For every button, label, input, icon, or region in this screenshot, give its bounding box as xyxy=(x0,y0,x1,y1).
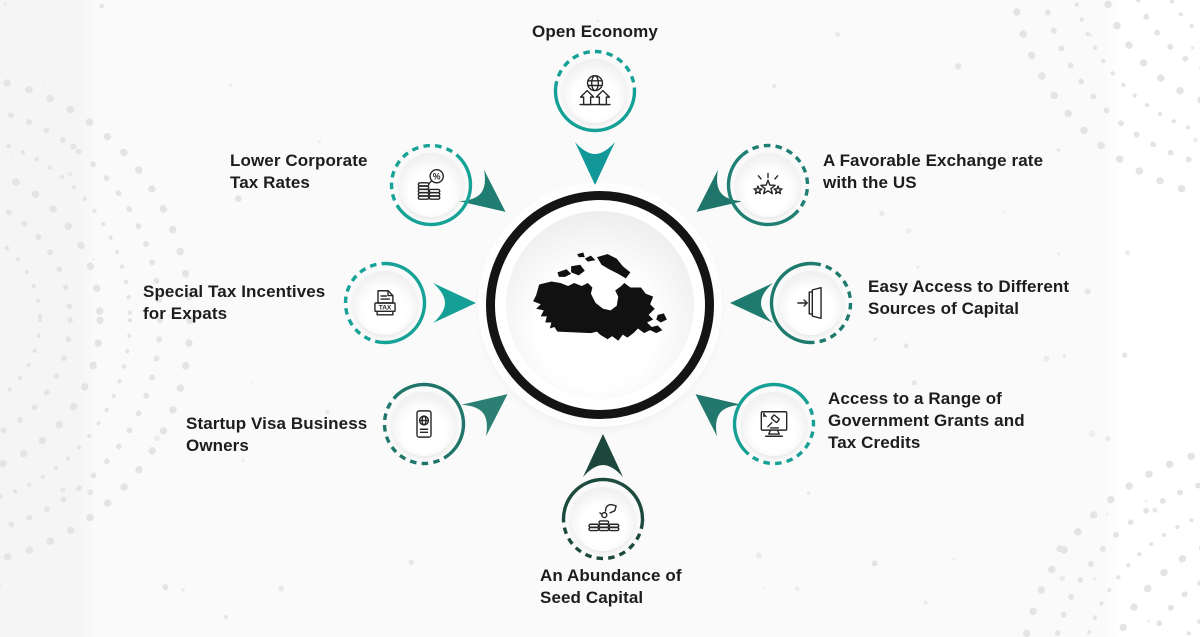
label-open-economy: Open Economy xyxy=(532,22,658,41)
label-lower-corporate: Lower Corporate Tax Rates xyxy=(230,151,368,192)
label-seed-capital: An Abundance of Seed Capital xyxy=(540,566,682,607)
connector-arrow-open-economy xyxy=(575,142,615,185)
passport-icon xyxy=(416,410,432,438)
connector-arrow-special-tax xyxy=(433,283,476,323)
center-hub xyxy=(486,191,714,419)
node-favorable-exchange xyxy=(726,143,810,227)
label-favorable-exchange: A Favorable Exchange rate with the US xyxy=(823,151,1044,192)
node-seed-capital xyxy=(561,477,645,561)
connector-arrow-seed-capital xyxy=(583,434,623,477)
connector-arrow-easy-access xyxy=(730,283,773,323)
connector-arrow-startup-visa xyxy=(461,394,508,437)
coins-percent-icon: % xyxy=(417,168,444,200)
door-enter-icon xyxy=(797,286,822,320)
canada-map xyxy=(533,252,667,341)
globe-growth-icon xyxy=(579,74,611,106)
label-startup-visa: Startup Visa Business Owners xyxy=(186,414,368,455)
node-ring xyxy=(343,261,427,345)
node-ring xyxy=(732,382,816,466)
node-startup-visa xyxy=(382,382,466,466)
node-ring xyxy=(553,49,637,133)
label-easy-access: Easy Access to Different Sources of Capi… xyxy=(868,277,1070,318)
node-ring xyxy=(769,261,853,345)
svg-text:TAX: TAX xyxy=(379,304,392,311)
node-ring xyxy=(726,143,810,227)
node-ring xyxy=(382,382,466,466)
tax-file-icon: TAX xyxy=(374,290,396,316)
label-govt-grants: Access to a Range of Government Grants a… xyxy=(828,389,1025,452)
connector-arrow-lower-corporate xyxy=(459,169,506,212)
node-ring xyxy=(561,477,645,561)
center-hub-inner xyxy=(506,211,694,399)
node-ring xyxy=(389,143,473,227)
svg-text:%: % xyxy=(433,171,441,181)
stars-rating-icon xyxy=(753,172,783,195)
node-lower-corporate: % xyxy=(389,143,473,227)
hand-coins-icon xyxy=(588,503,620,532)
node-open-economy xyxy=(553,49,637,133)
node-govt-grants xyxy=(732,382,816,466)
connector-arrow-govt-grants xyxy=(695,394,742,437)
node-special-tax: TAX xyxy=(343,261,427,345)
node-easy-access xyxy=(769,261,853,345)
monitor-gavel-icon xyxy=(760,411,788,437)
label-special-tax: Special Tax Incentives for Expats xyxy=(143,282,326,323)
